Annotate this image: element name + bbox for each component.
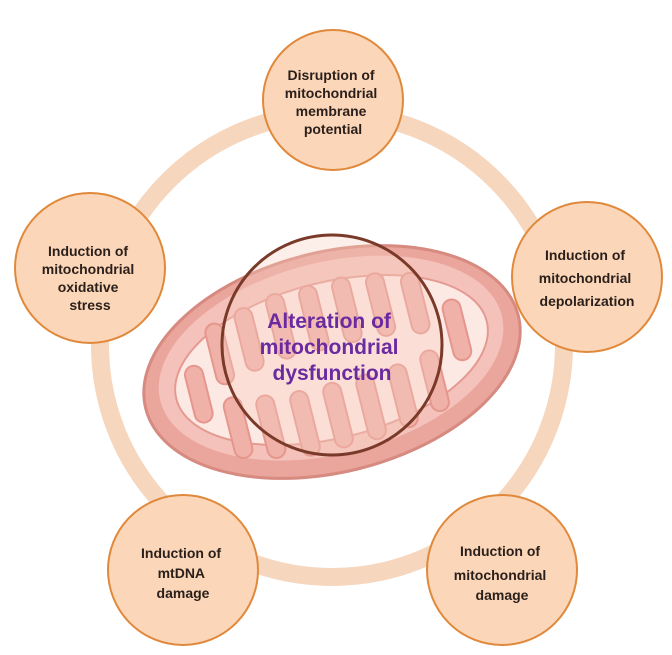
node-bottom-left-line-2: mtDNA <box>158 565 205 581</box>
node-bottom-right-line-1: Induction of <box>460 543 540 559</box>
center-title: Alteration of mitochondrial dysfunction <box>260 310 405 385</box>
node-top-line-2: mitochondrial <box>285 85 378 101</box>
node-right-line-3: depolarization <box>540 293 635 309</box>
node-bottom-right-circle <box>426 494 578 646</box>
node-left-circle <box>14 192 166 344</box>
node-top-line-3: membrane <box>296 103 367 119</box>
center-circle <box>220 233 444 457</box>
node-right-line-2: mitochondrial <box>539 270 632 286</box>
center-title-line-3: dysfunction <box>273 362 392 385</box>
node-top-line-4: potential <box>304 121 362 137</box>
node-bottom-right-text: Induction of mitochondrial damage <box>454 543 550 603</box>
node-left-line-3: oxidative <box>58 279 119 295</box>
node-bottom-left-text: Induction of mtDNA damage <box>141 545 225 601</box>
node-bottom-right-line-2: mitochondrial <box>454 567 547 583</box>
node-left-line-4: stress <box>69 297 110 313</box>
node-bottom-right-line-3: damage <box>476 587 529 603</box>
node-right-line-1: Induction of <box>545 247 625 263</box>
node-right-circle <box>511 201 663 353</box>
node-left-text: Induction of mitochondrial oxidative str… <box>42 243 138 313</box>
node-top-text: Disruption of mitochondrial membrane pot… <box>285 67 381 137</box>
node-top-line-1: Disruption of <box>288 67 375 83</box>
node-bottom-left-circle <box>107 494 259 646</box>
node-top-circle <box>262 29 404 171</box>
node-right-text: Induction of mitochondrial depolarizatio… <box>539 247 635 309</box>
node-bottom-left-line-3: damage <box>157 585 210 601</box>
center-title-line-2: mitochondrial <box>260 336 399 359</box>
node-bottom-left-line-1: Induction of <box>141 545 221 561</box>
node-left-line-2: mitochondrial <box>42 261 135 277</box>
node-left-line-1: Induction of <box>48 243 128 259</box>
center-title-line-1: Alteration of <box>267 310 392 333</box>
mitochondrion-icon <box>142 244 522 480</box>
